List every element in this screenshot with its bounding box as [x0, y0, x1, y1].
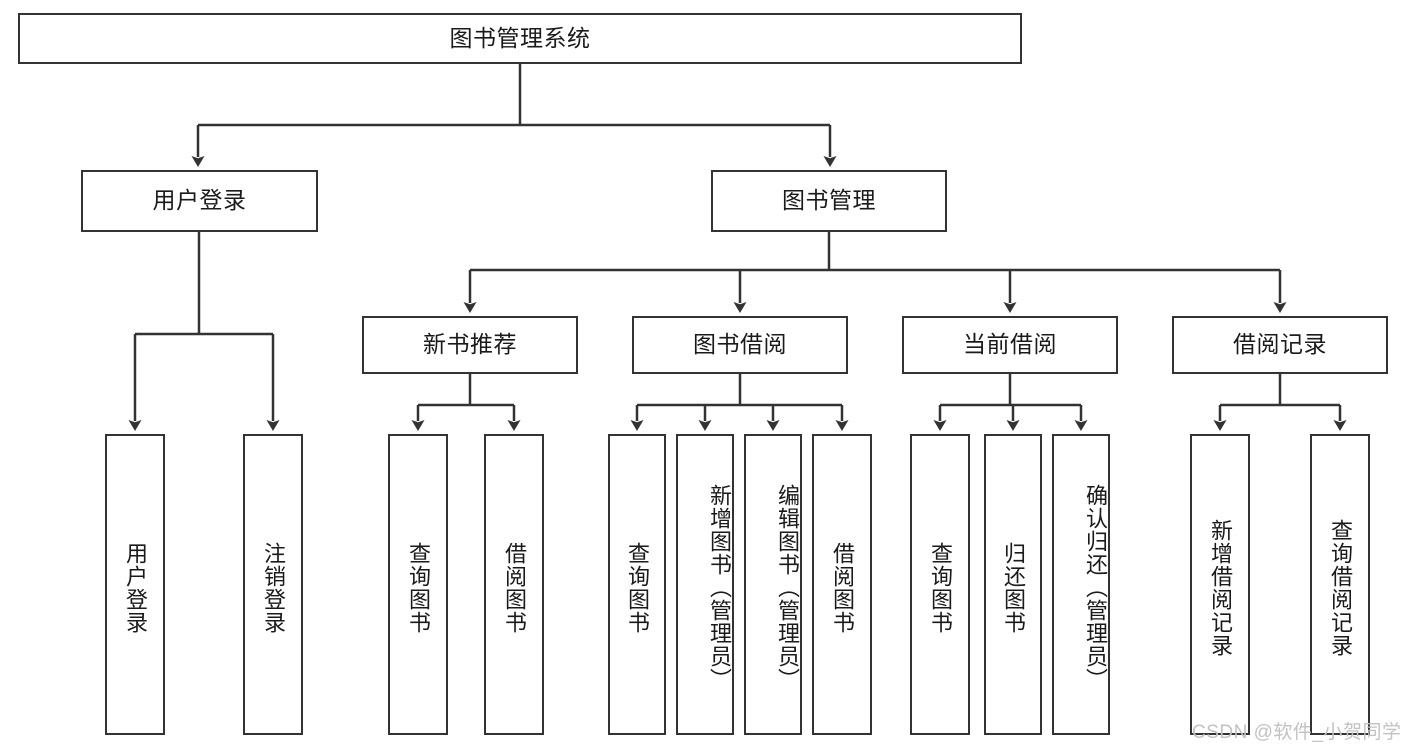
- node-label: 新增图书（管理员）: [707, 484, 732, 691]
- node-label: 新书推荐: [423, 331, 517, 358]
- node-leaf-query-book-recommend[interactable]: 查询图书: [388, 434, 448, 735]
- node-leaf-borrow-book-borrow[interactable]: 借阅图书: [812, 434, 872, 735]
- node-new-book-recommend[interactable]: 新书推荐: [362, 316, 578, 374]
- node-book-management[interactable]: 图书管理: [711, 170, 947, 232]
- node-leaf-query-book-borrow[interactable]: 查询图书: [608, 434, 666, 735]
- node-leaf-confirm-return-admin[interactable]: 确认归还（管理员）: [1052, 434, 1110, 735]
- node-leaf-return-book[interactable]: 归还图书: [984, 434, 1042, 735]
- node-label: 图书管理: [782, 187, 876, 214]
- node-leaf-add-borrow-record[interactable]: 新增借阅记录: [1190, 434, 1250, 735]
- node-leaf-user-logout[interactable]: 注销登录: [243, 434, 303, 735]
- node-label: 图书借阅: [693, 331, 787, 358]
- node-user-login[interactable]: 用户登录: [81, 170, 318, 232]
- node-leaf-query-borrow-record[interactable]: 查询借阅记录: [1310, 434, 1370, 735]
- node-label: 查询图书: [624, 541, 650, 634]
- node-borrow-record[interactable]: 借阅记录: [1172, 316, 1388, 374]
- node-label: 归还图书: [1000, 541, 1026, 634]
- node-label: 查询图书: [927, 541, 953, 634]
- node-label: 确认归还（管理员）: [1083, 484, 1108, 691]
- node-label: 用户登录: [152, 187, 247, 214]
- node-label: 用户登录: [122, 541, 148, 634]
- node-label: 编辑图书（管理员）: [775, 484, 800, 691]
- node-leaf-user-login[interactable]: 用户登录: [105, 434, 165, 735]
- node-leaf-query-book-current[interactable]: 查询图书: [910, 434, 970, 735]
- node-label: 查询借阅记录: [1327, 518, 1353, 657]
- node-label: 借阅图书: [501, 541, 527, 634]
- node-label: 借阅图书: [829, 541, 855, 634]
- node-leaf-borrow-book-recommend[interactable]: 借阅图书: [484, 434, 544, 735]
- node-label: 图书管理系统: [449, 24, 591, 51]
- node-label: 借阅记录: [1233, 331, 1327, 358]
- node-label: 当前借阅: [963, 331, 1057, 358]
- node-leaf-add-book-admin[interactable]: 新增图书（管理员）: [676, 434, 734, 735]
- node-root-book-management-system[interactable]: 图书管理系统: [18, 13, 1022, 64]
- node-leaf-edit-book-admin[interactable]: 编辑图书（管理员）: [744, 434, 802, 735]
- csdn-watermark: CSDN @软件_小贺同学: [1192, 722, 1402, 743]
- node-current-borrow[interactable]: 当前借阅: [902, 316, 1118, 374]
- node-label: 查询图书: [405, 541, 431, 634]
- node-book-borrow[interactable]: 图书借阅: [632, 316, 848, 374]
- node-label: 注销登录: [260, 541, 286, 634]
- node-label: 新增借阅记录: [1207, 518, 1233, 657]
